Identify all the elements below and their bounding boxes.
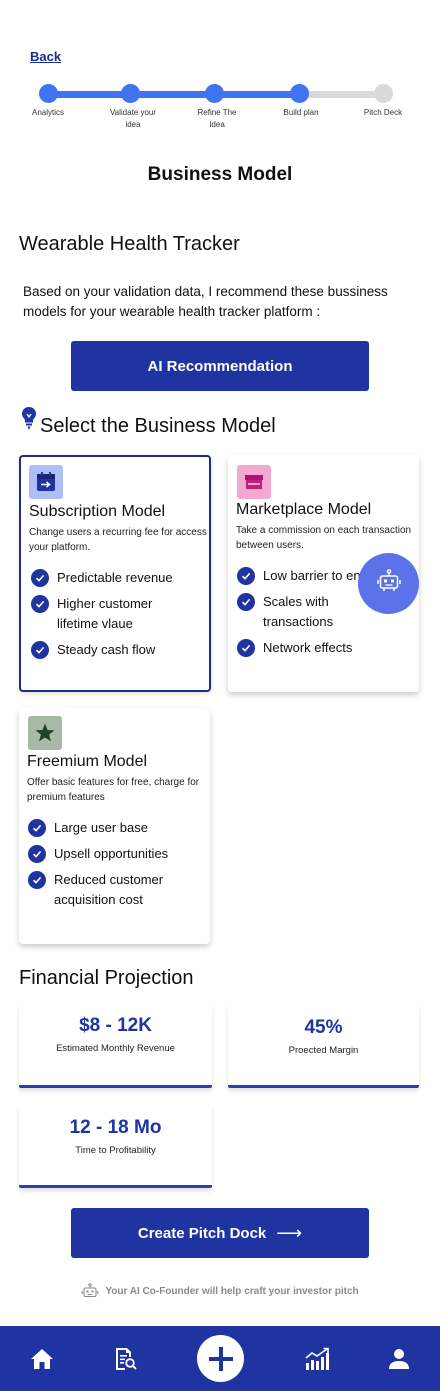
pitch-button-label: Create Pitch Dock: [137, 1224, 267, 1242]
model-description: Take a commission on each transaction be…: [236, 525, 412, 551]
feature-label: Steady cash flow: [57, 642, 156, 657]
feature-label: Upsell opportunities: [54, 846, 169, 861]
ai-recommendation-button[interactable]: AI Recommendation: [71, 341, 369, 391]
document-search-icon: [116, 1347, 137, 1370]
storefront-icon: [237, 465, 271, 499]
monthly-revenue-stat: $8 - 12K Estimated Monthly Revenue: [19, 1005, 212, 1088]
stat-label: Time to Profitability: [75, 1145, 156, 1156]
feature-label: Reduced customer acquisition cost: [54, 872, 164, 907]
feature-label: Low barrier to entry: [263, 568, 365, 583]
select-business-model-title: Select the Business Model: [40, 415, 276, 437]
create-pitch-deck-button[interactable]: Create Pitch Dock ⟶: [71, 1208, 369, 1258]
subscription-model-card[interactable]: Subscription Model Change users a recurr…: [19, 455, 211, 692]
check-circle-icon: [28, 871, 46, 889]
analytics-icon: [305, 1347, 329, 1370]
arrow-right-icon: ⟶: [276, 1222, 303, 1243]
project-name: Wearable Health Tracker: [19, 233, 240, 255]
feature-item: Scales with transactions: [237, 592, 352, 632]
stat-value: $8 - 12K: [79, 1015, 152, 1036]
feature-item: Upsell opportunities: [28, 844, 203, 864]
financial-projection-title: Financial Projection: [19, 967, 194, 989]
step-label-build-plan: Build plan: [283, 108, 319, 117]
intro-text: Based on your validation data, I recomme…: [23, 284, 388, 319]
check-circle-icon: [31, 569, 49, 587]
nav-documents[interactable]: [105, 1326, 145, 1391]
feature-item: Higher customer lifetime vlaue: [31, 594, 191, 634]
feature-item: Steady cash flow: [31, 640, 201, 660]
step-label-refine: Refine The Idea: [197, 108, 237, 129]
step-dot-build-plan[interactable]: [290, 84, 309, 103]
stepper-line-pending: [297, 91, 383, 98]
feature-item: Reduced customer acquisition cost: [28, 870, 188, 910]
ai-assistant-robot-button[interactable]: [358, 553, 419, 614]
step-dot-validate[interactable]: [121, 84, 140, 103]
stat-label: Estimated Monthly Revenue: [56, 1043, 175, 1054]
page-title: Business Model: [147, 164, 293, 185]
feature-label: Large user base: [54, 820, 148, 835]
bottom-navigation: [0, 1326, 440, 1391]
ai-cofounder-hint: Your AI Co-Founder will help craft your …: [0, 1283, 440, 1300]
model-title: Marketplace Model: [236, 501, 372, 518]
feature-label: Higher customer lifetime vlaue: [57, 596, 153, 631]
stat-value: 12 - 18 Mo: [69, 1117, 162, 1138]
nav-analytics[interactable]: [297, 1326, 337, 1391]
check-circle-icon: [31, 641, 49, 659]
step-dot-analytics[interactable]: [39, 84, 58, 103]
lightbulb-icon: [21, 406, 37, 437]
feature-label: Network effects: [263, 640, 353, 655]
nav-profile[interactable]: [379, 1326, 419, 1391]
model-description: Change users a recurring fee for access …: [29, 527, 207, 553]
progress-stepper: Analytics Validate your idea Refine The …: [0, 82, 440, 132]
check-circle-icon: [237, 593, 255, 611]
feature-label: Scales with transactions: [263, 594, 334, 629]
check-circle-icon: [237, 639, 255, 657]
check-circle-icon: [31, 595, 49, 613]
hint-text: Your AI Co-Founder will help craft your …: [105, 1286, 359, 1297]
model-title: Subscription Model: [29, 503, 166, 520]
projected-margin-stat: 45% Proected Margin: [228, 1005, 419, 1088]
stepper-line-complete: [44, 91, 297, 98]
time-to-profitability-stat: 12 - 18 Mo Time to Profitability: [19, 1105, 212, 1188]
check-circle-icon: [237, 567, 255, 585]
stat-label: Proected Margin: [288, 1045, 359, 1056]
stat-value: 45%: [304, 1017, 343, 1038]
feature-item: Large user base: [28, 818, 198, 838]
step-dot-refine[interactable]: [205, 84, 224, 103]
freemium-model-card[interactable]: Freemium Model Offer basic features for …: [19, 708, 210, 944]
robot-icon: [376, 568, 402, 599]
feature-label: Predictable revenue: [57, 570, 173, 585]
step-label-pitch-deck: Pitch Deck: [363, 108, 403, 117]
step-label-analytics: Analytics: [31, 108, 64, 117]
feature-item: Predictable revenue: [31, 568, 201, 588]
nav-add-button[interactable]: [197, 1335, 244, 1382]
robot-outline-icon: [81, 1283, 99, 1298]
add-icon: [208, 1346, 233, 1371]
feature-item: Network effects: [237, 638, 407, 658]
back-link[interactable]: Back: [30, 49, 62, 64]
model-title: Freemium Model: [27, 753, 148, 770]
profile-icon: [389, 1348, 409, 1369]
feature-item: Low barrier to entry: [237, 566, 365, 586]
step-label-validate: Validate your idea: [109, 108, 157, 129]
home-icon: [31, 1348, 53, 1369]
check-circle-icon: [28, 845, 46, 863]
nav-home[interactable]: [22, 1326, 62, 1391]
calendar-icon: [29, 465, 63, 499]
star-icon: [28, 716, 62, 750]
step-dot-pitch-deck[interactable]: [374, 84, 393, 103]
model-description: Offer basic features for free, charge fo…: [27, 777, 200, 803]
check-circle-icon: [28, 819, 46, 837]
